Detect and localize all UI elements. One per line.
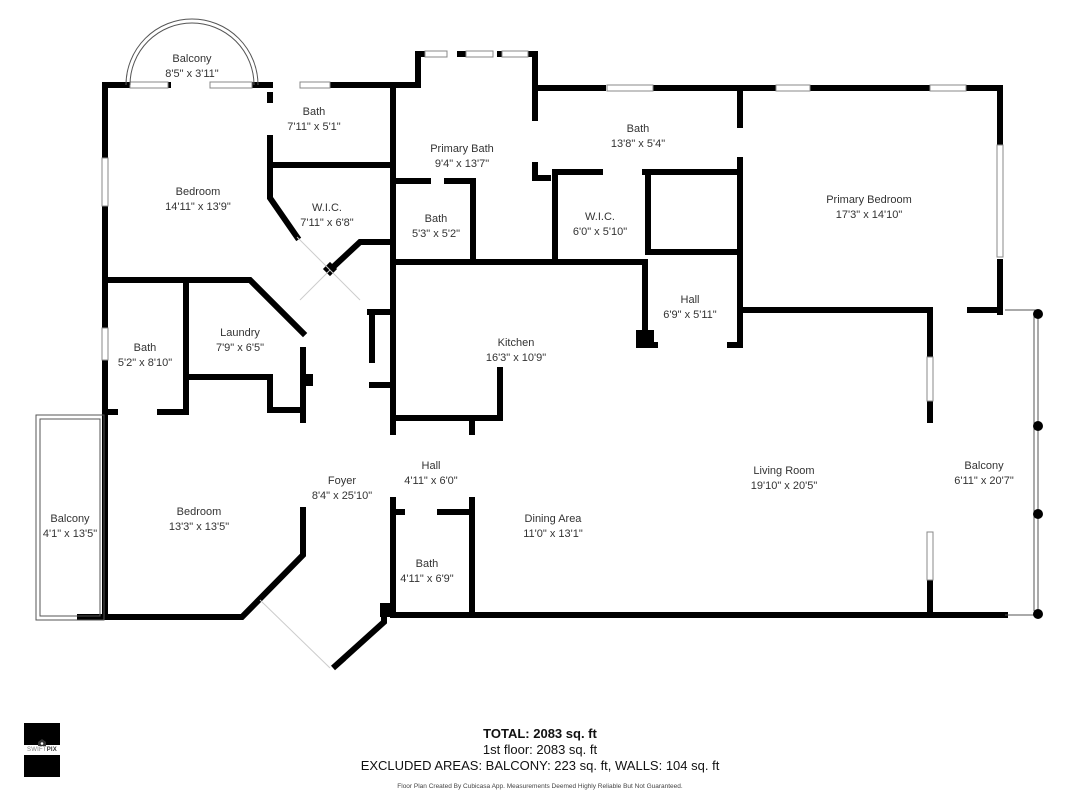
room-dimensions: 4'11" x 6'0": [404, 475, 458, 487]
room-label-wic-nw: W.I.C. 7'11" x 6'8": [300, 201, 353, 231]
door-openings: [259, 236, 361, 669]
room-label-bath-center: Bath 4'11" x 6'9": [400, 557, 453, 587]
room-dimensions: 5'2" x 8'10": [117, 357, 173, 369]
room-name: Balcony: [964, 460, 1004, 472]
room-name: Primary Bedroom: [826, 194, 912, 206]
house-camera-icon: [38, 739, 46, 746]
floor-area: 1st floor: 2083 sq. ft: [482, 742, 598, 757]
room-label-balcony-west: Balcony 4'1" x 13'5": [43, 512, 97, 542]
room-name: Balcony: [172, 53, 212, 65]
room-name: Living Room: [753, 465, 815, 477]
walls: [77, 51, 1008, 671]
room-dimensions: 6'11" x 20'7": [954, 475, 1014, 487]
room-name: Bedroom: [175, 186, 221, 198]
total-area: TOTAL: 2083 sq. ft: [483, 726, 597, 741]
room-name: Balcony: [50, 513, 90, 525]
room-dimensions: 4'1" x 13'5": [42, 528, 98, 540]
room-label-bedroom-nw: Bedroom 14'11" x 13'9": [165, 185, 231, 215]
room-label-primary-bath: Primary Bath 9'4" x 13'7": [430, 142, 494, 172]
room-label-balcony-east: Balcony 6'11" x 20'7": [954, 459, 1014, 489]
room-dimensions: 7'11" x 5'1": [287, 121, 341, 133]
logo-brand-text: SWIFTPIX: [27, 747, 57, 753]
room-dimensions: 19'10" x 20'5": [750, 480, 818, 492]
room-dimensions: 7'9" x 6'5": [215, 342, 265, 354]
room-name: Hall: [421, 460, 441, 472]
room-label-dining-area: Dining Area 11'0" x 13'1": [523, 512, 583, 542]
room-dimensions: 8'4" x 25'10": [311, 490, 373, 502]
room-name: Bedroom: [176, 506, 222, 518]
room-label-hall-ne: Hall 6'9" x 5'11": [663, 293, 716, 323]
room-label-bedroom-sw: Bedroom 13'3" x 13'5": [169, 505, 229, 535]
room-name: Primary Bath: [430, 143, 494, 155]
room-dimensions: 17'3" x 14'10": [835, 209, 903, 221]
room-label-wic-ne: W.I.C. 6'0" x 5'10": [573, 210, 627, 240]
floor-plan-drawing: [35, 18, 1043, 671]
room-name: W.I.C.: [585, 211, 615, 223]
excluded-areas: EXCLUDED AREAS: BALCONY: 223 sq. ft, WAL…: [360, 758, 720, 773]
room-dimensions: 13'8" x 5'4": [610, 138, 666, 150]
room-name: Laundry: [220, 327, 260, 339]
room-label-balcony-top: Balcony 8'5" x 3'11": [165, 52, 218, 82]
room-label-laundry: Laundry 7'9" x 6'5": [216, 326, 264, 356]
room-name: Bath: [302, 106, 326, 118]
railing-posts: [303, 261, 1043, 619]
area-summary: TOTAL: 2083 sq. ft 1st floor: 2083 sq. f…: [361, 726, 720, 774]
room-name: Bath: [415, 558, 439, 570]
room-dimensions: 13'3" x 13'5": [168, 521, 230, 533]
room-dimensions: 4'11" x 6'9": [400, 573, 454, 585]
balcony-railings: [35, 18, 1039, 621]
room-label-bath-ne: Bath 13'8" x 5'4": [611, 122, 665, 152]
room-label-bath-nw: Bath 7'11" x 5'1": [287, 105, 340, 135]
swiftpix-logo: SWIFTPIX: [24, 723, 60, 777]
room-dimensions: 8'5" x 3'11": [165, 68, 219, 80]
room-label-hall-center: Hall 4'11" x 6'0": [404, 459, 457, 489]
room-label-primary-bedroom: Primary Bedroom 17'3" x 14'10": [826, 193, 912, 223]
room-label-foyer: Foyer 8'4" x 25'10": [312, 474, 372, 504]
windows: [101, 50, 1004, 581]
room-dimensions: 5'3" x 5'2": [411, 228, 461, 240]
room-name: Bath: [133, 342, 157, 354]
room-name: Kitchen: [497, 337, 535, 349]
room-dimensions: 6'0" x 5'10": [572, 226, 628, 238]
room-dimensions: 7'11" x 6'8": [300, 217, 354, 229]
room-name: Bath: [424, 213, 448, 225]
room-name: Hall: [680, 294, 700, 306]
room-label-bath-w: Bath 5'2" x 8'10": [118, 341, 172, 371]
room-dimensions: 9'4" x 13'7": [434, 158, 490, 170]
room-name: Dining Area: [524, 513, 582, 525]
room-label-living-room: Living Room 19'10" x 20'5": [751, 464, 817, 494]
room-dimensions: 11'0" x 13'1": [523, 528, 583, 540]
disclaimer: Floor Plan Created By Cubicasa App. Meas…: [397, 783, 683, 790]
room-dimensions: 14'11" x 13'9": [165, 201, 231, 213]
logo-block-top: [24, 723, 60, 745]
room-label-bath-small: Bath 5'3" x 5'2": [412, 212, 460, 242]
room-dimensions: 16'3" x 10'9": [485, 352, 547, 364]
room-name: Foyer: [327, 475, 357, 487]
room-label-kitchen: Kitchen 16'3" x 10'9": [486, 336, 546, 366]
room-name: W.I.C.: [312, 202, 342, 214]
room-name: Bath: [626, 123, 650, 135]
logo-block-bottom: [24, 755, 60, 777]
room-dimensions: 6'9" x 5'11": [663, 309, 717, 321]
